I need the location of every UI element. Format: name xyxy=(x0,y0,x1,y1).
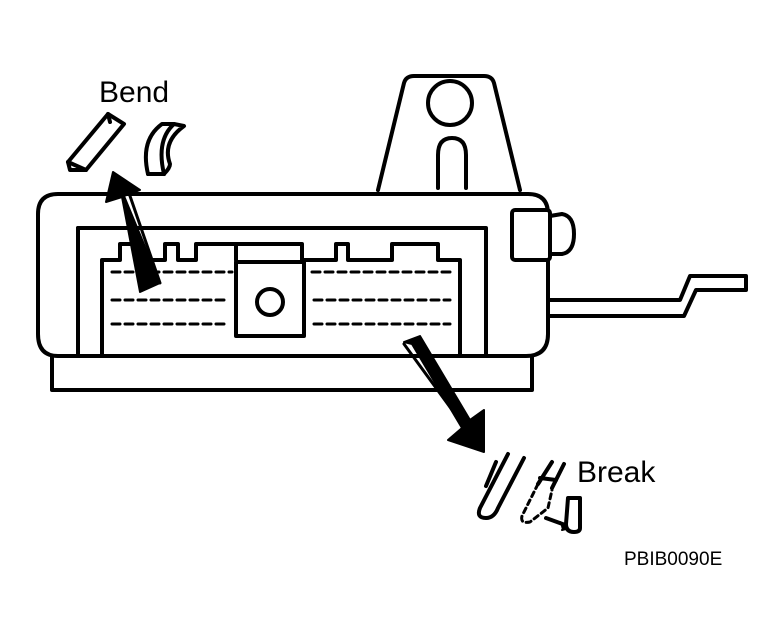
terminal-retainer xyxy=(100,242,462,358)
bent-lug xyxy=(143,122,186,176)
intact-lug xyxy=(476,452,526,520)
straight-lug xyxy=(66,112,126,172)
side-lock-tab xyxy=(510,208,576,262)
bend-label: Bend xyxy=(99,76,170,109)
break-label: Break xyxy=(577,456,656,489)
break-arrow-icon xyxy=(402,335,485,453)
wire-harness xyxy=(546,274,748,318)
figure-code: PBIB0090E xyxy=(624,549,723,570)
mounting-bracket xyxy=(376,74,522,192)
bend-arrow-icon xyxy=(105,171,162,293)
broken-lug xyxy=(520,460,582,534)
